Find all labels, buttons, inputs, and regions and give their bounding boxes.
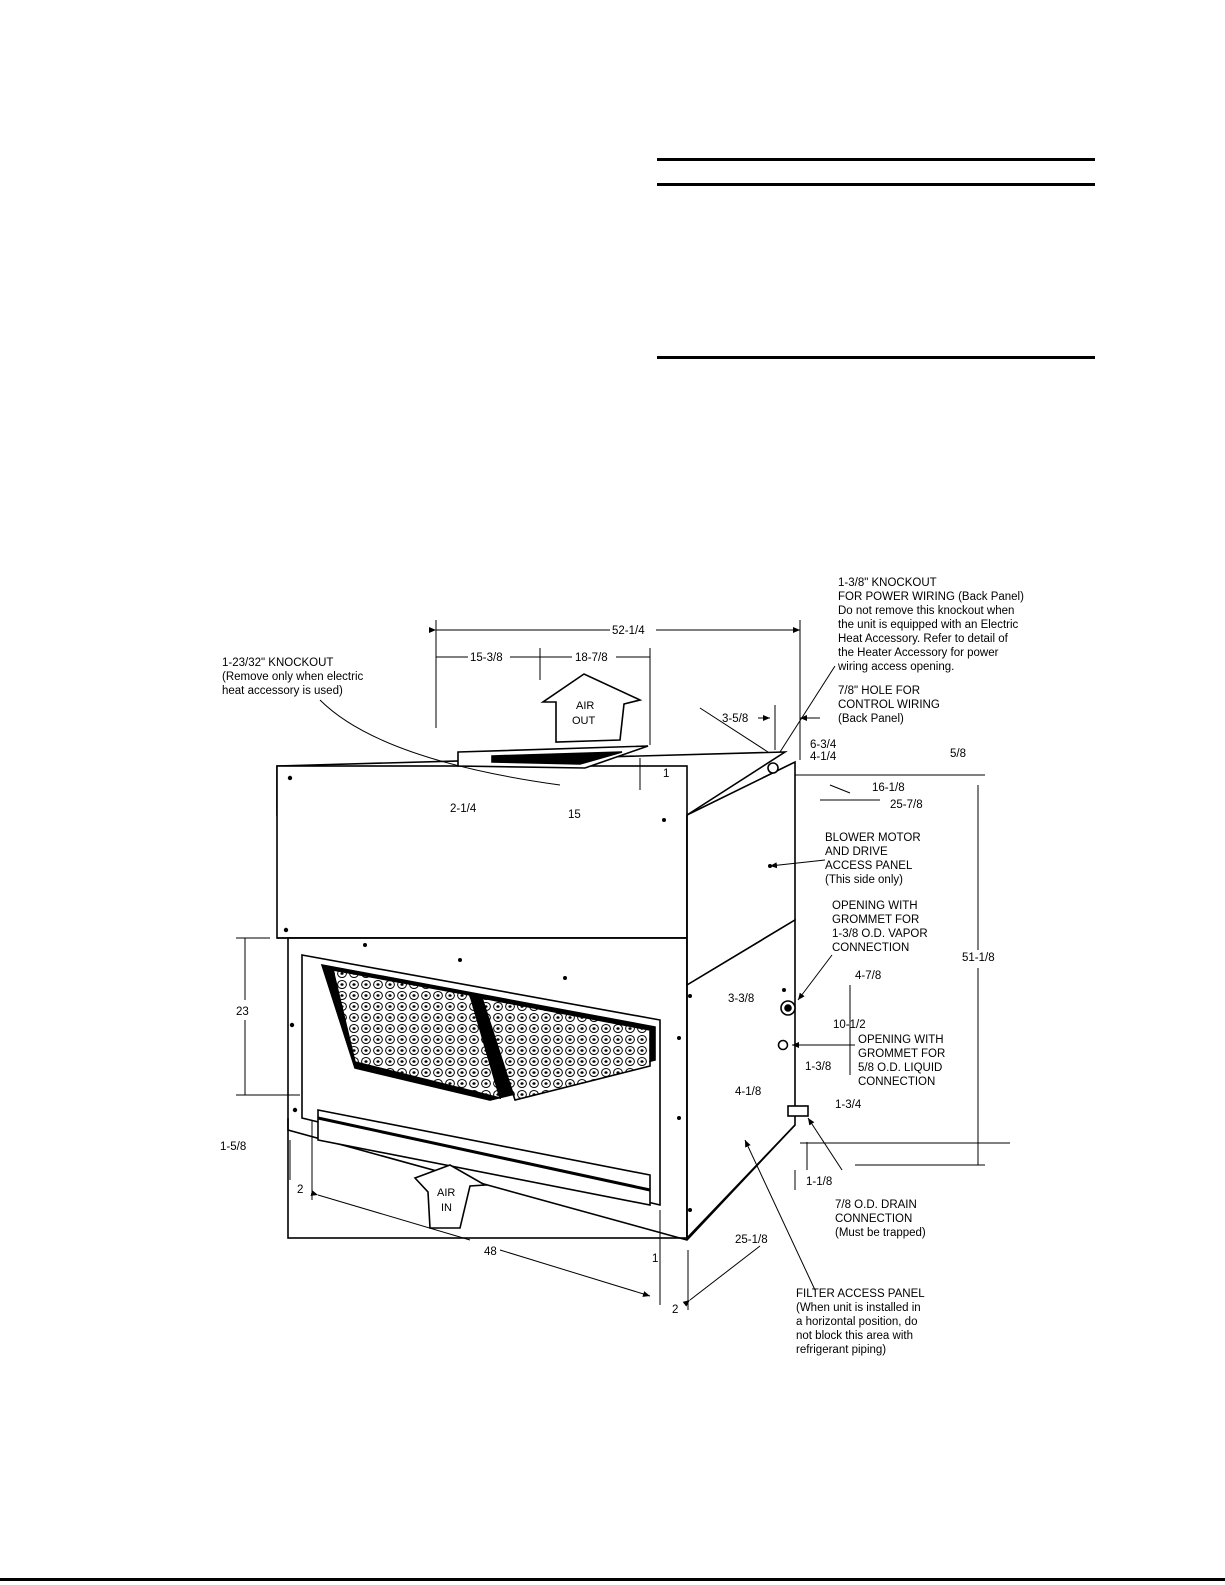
dim-return-side: 2 bbox=[297, 1184, 303, 1196]
note-line: (Back Panel) bbox=[838, 713, 904, 725]
dim-overall-width: 52-1/4 bbox=[612, 625, 645, 637]
note-line: GROMMET FOR bbox=[858, 1048, 945, 1060]
callout-blower-panel: BLOWER MOTOR AND DRIVE ACCESS PANEL (Thi… bbox=[825, 832, 921, 886]
note-line: CONNECTION bbox=[835, 1213, 912, 1225]
liquid-fitting-icon bbox=[777, 1039, 789, 1051]
note-line: GROMMET FOR bbox=[832, 914, 919, 926]
dim-hole-height-a: 16-1/8 bbox=[872, 782, 905, 794]
note-line: 1-3/8" KNOCKOUT bbox=[838, 577, 937, 589]
filter-left bbox=[331, 968, 502, 1100]
dim-vapor-offset-top: 4-7/8 bbox=[855, 970, 881, 982]
top-rule-3 bbox=[657, 356, 1095, 359]
dim-drain-side: 1-1/8 bbox=[806, 1176, 832, 1188]
top-rule-2 bbox=[657, 183, 1095, 186]
callout-vapor-connection: OPENING WITH GROMMET FOR 1-3/8 O.D. VAPO… bbox=[832, 900, 928, 954]
air-out-label-2: OUT bbox=[572, 715, 596, 727]
air-in-label-2: IN bbox=[441, 1202, 452, 1214]
note-line: a horizontal position, do bbox=[796, 1316, 917, 1328]
dim-supply-offset: 15-3/8 bbox=[470, 652, 503, 664]
note-line: CONNECTION bbox=[832, 942, 909, 954]
dimension-values: 52-1/4 15-3/8 18-7/8 1 2-1/4 15 3-5/8 6-… bbox=[220, 625, 995, 1316]
dim-supply-height: 1 bbox=[663, 768, 669, 780]
dim-overall-depth: 25-1/8 bbox=[735, 1234, 768, 1246]
callout-knockout-power-wiring: 1-3/8" KNOCKOUT FOR POWER WIRING (Back P… bbox=[837, 577, 1024, 673]
note-line: (This side only) bbox=[825, 874, 903, 886]
dimension-lines bbox=[236, 620, 985, 1310]
note-line: the Heater Accessory for power bbox=[838, 647, 999, 659]
note-line: (When unit is installed in bbox=[796, 1302, 921, 1314]
dim-drain-height: 1-3/4 bbox=[835, 1099, 862, 1111]
dim-supply-depth: 15 bbox=[568, 809, 581, 821]
note-line: heat accessory is used) bbox=[222, 685, 343, 697]
dim-knockout-spacing-b: 4-1/4 bbox=[810, 751, 837, 763]
supply-air-outlet bbox=[457, 745, 649, 769]
dim-liquid-side: 4-1/8 bbox=[735, 1086, 761, 1098]
dim-supply-front-offset: 2-1/4 bbox=[450, 803, 477, 815]
upper-front-panel bbox=[276, 765, 688, 939]
air-in-label-1: AIR bbox=[437, 1187, 455, 1199]
dim-liquid-spacing: 1-3/8 bbox=[805, 1061, 831, 1073]
dim-supply-width: 18-7/8 bbox=[575, 652, 608, 664]
dim-back-flange: 5/8 bbox=[950, 748, 966, 760]
note-line: BLOWER MOTOR bbox=[825, 832, 921, 844]
note-line: Do not remove this knockout when bbox=[838, 605, 1014, 617]
bottom-rule bbox=[0, 1578, 1225, 1581]
dim-knockout-offset: 3-5/8 bbox=[722, 713, 748, 725]
note-line: FILTER ACCESS PANEL bbox=[796, 1288, 925, 1300]
note-line: 1-3/8 O.D. VAPOR bbox=[832, 928, 928, 940]
note-line: OPENING WITH bbox=[832, 900, 918, 912]
dim-liquid-offset: 10-1/2 bbox=[833, 1019, 866, 1031]
drain-fitting-icon bbox=[787, 1105, 809, 1117]
dim-vapor-offset-side: 3-3/8 bbox=[728, 993, 754, 1005]
top-rule-1 bbox=[657, 158, 1095, 161]
air-in-arrow: AIR IN bbox=[413, 1164, 488, 1229]
dim-base-front: 1 bbox=[652, 1253, 658, 1265]
dim-overall-height: 51-1/8 bbox=[962, 952, 995, 964]
note-line: (Must be trapped) bbox=[835, 1227, 926, 1239]
note-line: refrigerant piping) bbox=[796, 1344, 886, 1356]
dim-return-height: 23 bbox=[236, 1006, 249, 1018]
refrigerant-fittings bbox=[767, 762, 809, 1117]
note-line: CONTROL WIRING bbox=[838, 699, 940, 711]
dim-base-side: 2 bbox=[672, 1304, 678, 1316]
note-line: 7/8 O.D. DRAIN bbox=[835, 1199, 917, 1211]
note-line: FOR POWER WIRING (Back Panel) bbox=[838, 591, 1024, 603]
dim-return-bottom: 1-5/8 bbox=[220, 1141, 246, 1153]
note-line: (Remove only when electric bbox=[222, 671, 364, 683]
note-line: ACCESS PANEL bbox=[825, 860, 913, 872]
note-line: wiring access opening. bbox=[837, 661, 954, 673]
note-line: OPENING WITH bbox=[858, 1034, 944, 1046]
note-line: not block this area with bbox=[796, 1330, 913, 1342]
note-line: 5/8 O.D. LIQUID bbox=[858, 1062, 942, 1074]
callout-knockout-electric-heat: 1-23/32" KNOCKOUT (Remove only when elec… bbox=[222, 657, 364, 697]
filter-right bbox=[480, 996, 651, 1101]
air-out-label-1: AIR bbox=[576, 700, 594, 712]
knockout-icon bbox=[767, 762, 779, 774]
callout-filter-panel: FILTER ACCESS PANEL (When unit is instal… bbox=[796, 1288, 925, 1356]
note-line: AND DRIVE bbox=[825, 846, 888, 858]
note-line: 7/8" HOLE FOR bbox=[838, 685, 920, 697]
note-line: the unit is equipped with an Electric bbox=[838, 619, 1019, 631]
note-line: Heat Accessory. Refer to detail of bbox=[838, 633, 1009, 645]
dim-return-width: 48 bbox=[484, 1246, 497, 1258]
dim-hole-height-b: 25-7/8 bbox=[890, 799, 923, 811]
return-air-opening bbox=[301, 954, 661, 1207]
note-line: CONNECTION bbox=[858, 1076, 935, 1088]
dim-knockout-spacing-a: 6-3/4 bbox=[810, 739, 837, 751]
air-out-arrow: AIR OUT bbox=[540, 673, 643, 743]
leader-lines bbox=[319, 665, 1010, 1291]
callout-drain-connection: 7/8 O.D. DRAIN CONNECTION (Must be trapp… bbox=[835, 1199, 926, 1239]
callout-liquid-connection: OPENING WITH GROMMET FOR 5/8 O.D. LIQUID… bbox=[858, 1034, 945, 1088]
callout-control-wiring-hole: 7/8" HOLE FOR CONTROL WIRING (Back Panel… bbox=[838, 685, 940, 725]
note-line: 1-23/32" KNOCKOUT bbox=[222, 657, 333, 669]
